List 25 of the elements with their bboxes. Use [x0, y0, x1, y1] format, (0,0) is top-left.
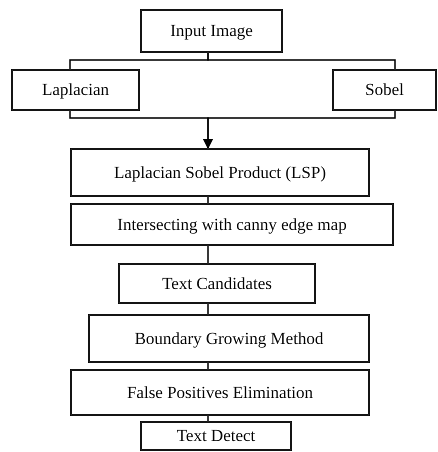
- process-box: [11, 69, 140, 111]
- process-box: [70, 203, 394, 246]
- box-label: Text Detect: [176, 425, 256, 447]
- box-label: Boundary Growing Method: [134, 328, 324, 350]
- connector-line: [207, 363, 209, 369]
- process-box: [140, 421, 292, 451]
- process-box: [118, 263, 316, 304]
- box-label: Sobel: [365, 79, 404, 101]
- arrow: [203, 111, 396, 149]
- process-box: [70, 369, 370, 416]
- box-label: Input Image: [170, 20, 253, 42]
- process-box: [140, 9, 283, 53]
- connector-line: [207, 304, 209, 314]
- connector-line: [207, 53, 396, 69]
- process-box: [88, 314, 370, 363]
- box-label: Intersecting with canny edge map: [117, 214, 347, 236]
- connector-line: [207, 197, 209, 203]
- box-label: Text Candidates: [162, 272, 272, 294]
- box-label: Laplacian: [42, 79, 109, 101]
- process-box: [332, 69, 437, 111]
- connector-line: [207, 416, 209, 421]
- process-box: [70, 148, 370, 197]
- box-label: Laplacian Sobel Product (LSP): [114, 162, 326, 184]
- connector-line: [207, 246, 209, 263]
- box-label: False Positives Elimination: [126, 382, 314, 404]
